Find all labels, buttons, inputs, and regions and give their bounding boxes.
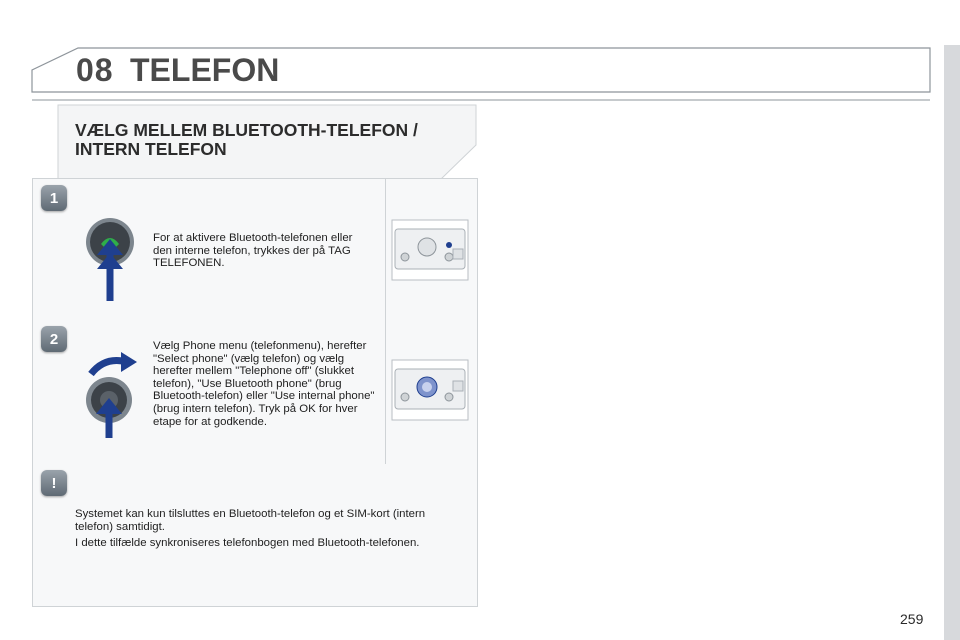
step-badge-2: 2 (41, 326, 67, 352)
note-text-1: Systemet kan kun tilsluttes en Bluetooth… (75, 508, 426, 533)
step-panel-2: 2 Vælg Phone menu (telefonmenu), herefte… (32, 320, 478, 465)
console-thumbnail-icon (391, 359, 469, 421)
section-title-line-1: VÆLG MELLEM BLUETOOTH-TELEFON / (75, 120, 418, 140)
step-2-text: Vælg Phone menu (telefonmenu), herefter … (153, 340, 375, 428)
chapter-title: TELEFON (130, 52, 280, 88)
chapter-number: 08 (76, 52, 114, 88)
warning-icon: ! (41, 470, 67, 496)
phone-button-icon (86, 218, 134, 301)
page-edge-bar (944, 45, 960, 640)
section-title: VÆLG MELLEM BLUETOOTH-TELEFON / INTERN T… (75, 121, 470, 159)
step-1-text: For at aktivere Bluetooth-telefonen elle… (153, 232, 353, 270)
section-title-frame (57, 104, 477, 181)
section-title-line-2: INTERN TELEFON (75, 139, 227, 159)
console-thumbnail-icon (391, 219, 469, 281)
note-text-2: I dette tilfælde synkroniseres telefonbo… (75, 537, 420, 549)
chapter-header-frame (31, 47, 931, 101)
rotary-dial-icon (86, 352, 137, 438)
step-panel-1: 1 For at aktivere Bluetooth-telefonen el… (32, 178, 478, 322)
note-panel: ! Systemet kan kun tilsluttes en Bluetoo… (32, 464, 478, 607)
page-number: 259 (900, 611, 924, 627)
step-badge-1: 1 (41, 185, 67, 211)
panel-divider (385, 179, 386, 321)
panel-divider (385, 320, 386, 464)
